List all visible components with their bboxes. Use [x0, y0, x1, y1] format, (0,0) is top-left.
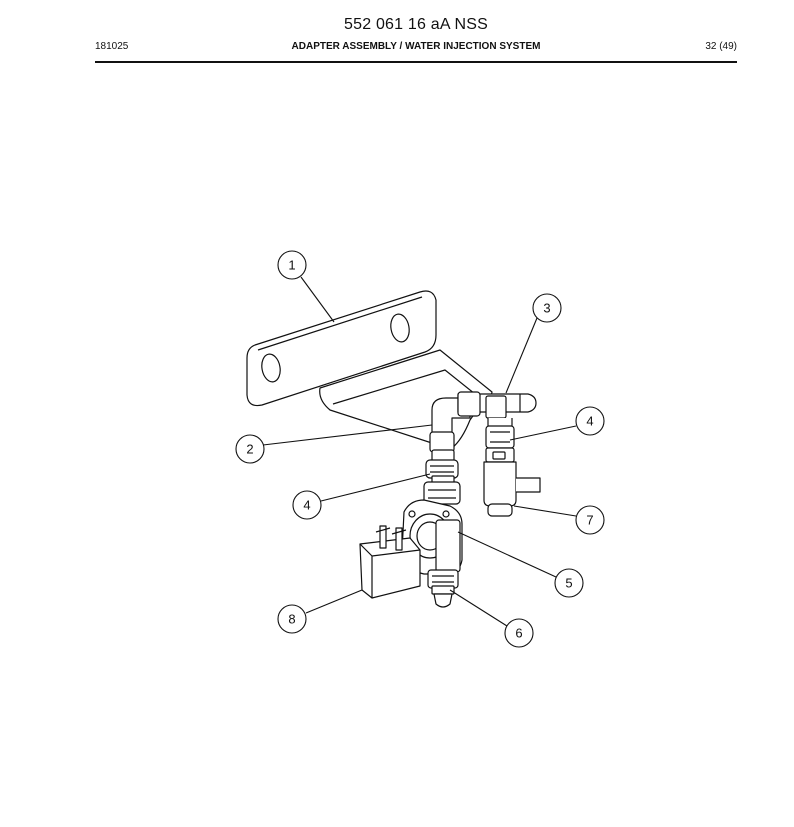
callout-2-circle [235, 434, 265, 464]
leader-4-left [320, 473, 431, 502]
section-heading: ADAPTER ASSEMBLY / WATER INJECTION SYSTE… [291, 41, 541, 52]
callout-2: 2 [246, 442, 253, 457]
document-code: 181025 [95, 41, 129, 52]
callout-4-right: 4 [586, 414, 593, 429]
callout-1-circle [277, 250, 307, 280]
solenoid-coil-part [359, 525, 421, 599]
header-rule [95, 61, 737, 63]
page-number: 32 (49) [705, 41, 737, 52]
tee-fitting-part [457, 391, 537, 429]
outlet-fitting-part [427, 569, 459, 608]
leader-1 [300, 276, 335, 323]
parts-illustration [246, 290, 541, 608]
callout-6-circle [504, 618, 534, 648]
leader-8 [305, 589, 363, 614]
leader-6 [449, 589, 508, 627]
callout-4-left: 4 [303, 498, 310, 513]
callout-4-left-circle [292, 490, 322, 520]
callout-8: 8 [288, 612, 295, 627]
callout-6: 6 [515, 626, 522, 641]
callout-5-circle [554, 568, 584, 598]
callout-8-circle [277, 604, 307, 634]
leader-4-right [509, 425, 577, 441]
leader-2 [262, 424, 433, 446]
leader-5 [457, 531, 557, 578]
leader-7 [513, 505, 577, 517]
callout-3-circle [532, 293, 562, 323]
callout-1: 1 [288, 258, 295, 273]
leader-lines [262, 276, 577, 627]
callout-7: 7 [586, 513, 593, 528]
callout-7-circle [575, 505, 605, 535]
callout-3: 3 [543, 301, 550, 316]
center-nipple-part [423, 449, 461, 505]
callout-circles [235, 250, 605, 648]
document-title: 552 061 16 aA NSS [344, 16, 488, 33]
leader-3 [505, 317, 538, 394]
callout-4-right-circle [575, 406, 605, 436]
bracket-part [246, 290, 493, 451]
callout-5: 5 [565, 576, 572, 591]
right-branch-part [483, 425, 541, 517]
